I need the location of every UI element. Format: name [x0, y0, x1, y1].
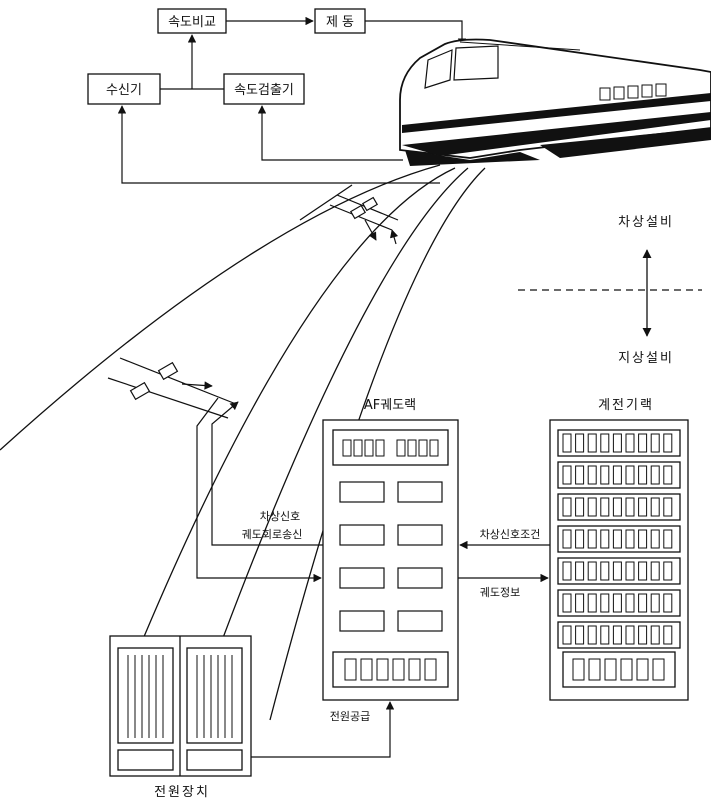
relay-cell	[600, 465, 610, 485]
relay-cell	[587, 497, 597, 517]
relay-cell	[625, 433, 635, 453]
relay-cell	[575, 497, 585, 517]
relay-cell	[625, 593, 635, 613]
relay-cell	[562, 433, 572, 453]
relay-cell	[575, 529, 585, 549]
relay-cell	[650, 433, 660, 453]
relay-cell	[612, 625, 622, 645]
af-rack-label: AF궤도랙	[364, 398, 416, 413]
relay-cell	[663, 497, 673, 517]
relay-cell	[612, 465, 622, 485]
relay-cell	[650, 625, 660, 645]
relay-cell	[587, 465, 597, 485]
relay-cell	[663, 561, 673, 581]
relay-cell	[562, 593, 572, 613]
brake-label: 제 동	[326, 15, 354, 30]
train	[399, 38, 711, 166]
onboard-label: 차상설비	[618, 215, 674, 230]
relay-cell	[612, 433, 622, 453]
af-track-rack	[322, 419, 459, 701]
relay-cell	[600, 593, 610, 613]
power-supply-label: 전원공급	[330, 710, 370, 723]
relay-cell	[650, 497, 660, 517]
speed-compare-block: 속도비교	[157, 8, 227, 34]
relay-cell	[663, 529, 673, 549]
relay-cell	[625, 561, 635, 581]
power-unit-label: 전원장치	[154, 785, 210, 800]
receiver-label: 수신기	[106, 83, 142, 98]
relay-cell	[650, 561, 660, 581]
relay-cell	[663, 433, 673, 453]
relay-cell	[575, 593, 585, 613]
relay-rack-cells	[562, 433, 673, 645]
track-rails	[0, 164, 486, 721]
relay-cell	[638, 593, 648, 613]
relay-cell	[663, 593, 673, 613]
wayside-connections	[196, 397, 550, 758]
relay-cell	[612, 529, 622, 549]
relay-cell	[612, 497, 622, 517]
relay-cell	[663, 465, 673, 485]
equipment-divider: 차상설비 지상설비	[518, 215, 702, 366]
relay-cell	[650, 593, 660, 613]
speed-detector-block: 속도검출기	[223, 73, 305, 105]
relay-cell	[638, 497, 648, 517]
speed-compare-label: 속도비교	[168, 15, 216, 30]
relay-cell	[600, 529, 610, 549]
relay-cell	[612, 561, 622, 581]
relay-cell	[562, 497, 572, 517]
relay-cell	[600, 433, 610, 453]
relay-cell	[638, 529, 648, 549]
power-unit	[109, 635, 252, 777]
relay-cell	[575, 465, 585, 485]
cab-signal-label-2: 궤도회로송신	[242, 528, 303, 541]
cab-signal-label-1: 차상신호	[260, 510, 300, 523]
relay-cell	[600, 625, 610, 645]
relay-cell	[625, 465, 635, 485]
receiver-block: 수신기	[87, 73, 161, 105]
relay-cell	[587, 625, 597, 645]
relay-cell	[587, 433, 597, 453]
track-info-label: 궤도정보	[480, 586, 520, 599]
relay-cell	[625, 625, 635, 645]
relay-cell	[575, 561, 585, 581]
relay-cell	[562, 561, 572, 581]
relay-cell	[625, 497, 635, 517]
relay-cell	[638, 465, 648, 485]
relay-cell	[625, 529, 635, 549]
wayside-label: 지상설비	[618, 351, 674, 366]
relay-cell	[575, 625, 585, 645]
brake-block: 제 동	[314, 8, 366, 34]
relay-cell	[562, 529, 572, 549]
relay-cell	[612, 593, 622, 613]
relay-rack-label: 계전기랙	[598, 398, 654, 413]
cab-signal-condition-label: 차상신호조건	[480, 528, 541, 541]
relay-cell	[600, 561, 610, 581]
relay-cell	[562, 465, 572, 485]
relay-cell	[562, 625, 572, 645]
relay-cell	[587, 529, 597, 549]
relay-cell	[663, 625, 673, 645]
relay-cell	[587, 593, 597, 613]
relay-cell	[638, 561, 648, 581]
track-coupler-lower	[107, 357, 237, 419]
relay-rack	[549, 419, 689, 701]
relay-cell	[650, 465, 660, 485]
relay-cell	[650, 529, 660, 549]
relay-cell	[600, 497, 610, 517]
relay-cell	[575, 433, 585, 453]
speed-detector-label: 속도검출기	[234, 83, 294, 98]
track-coupler-upper	[329, 194, 399, 245]
relay-cell	[638, 625, 648, 645]
relay-cell	[587, 561, 597, 581]
relay-cell	[638, 433, 648, 453]
top-connections	[117, 16, 467, 184]
